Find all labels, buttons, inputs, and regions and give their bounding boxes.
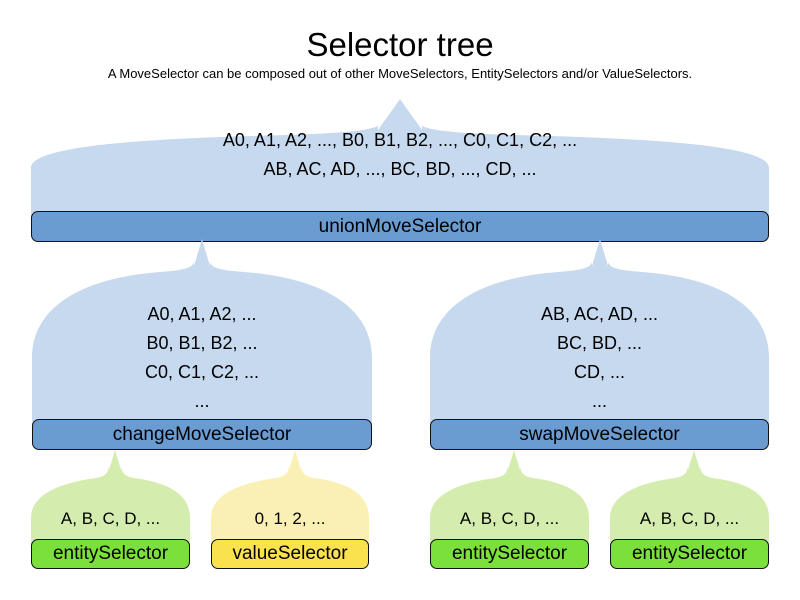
change-pennant-shape <box>32 239 372 430</box>
value-pennant-shape <box>211 450 369 551</box>
union-move-selector-label[interactable]: unionMoveSelector <box>31 211 769 242</box>
entity-selector-3-label[interactable]: entitySelector <box>610 539 769 569</box>
entity-selector-1-label[interactable]: entitySelector <box>31 539 190 569</box>
node-entity-selector-2[interactable]: A, B, C, D, ... entitySelector <box>419 450 619 570</box>
change-move-selector-label[interactable]: changeMoveSelector <box>32 419 372 450</box>
swap-move-selector-label[interactable]: swapMoveSelector <box>430 419 769 450</box>
node-entity-selector-3[interactable]: A, B, C, D, ... entitySelector <box>599 450 799 570</box>
swap-pennant-shape <box>430 239 769 430</box>
node-value-selector-1[interactable]: 0, 1, 2, ... valueSelector <box>200 450 400 570</box>
page-title: Selector tree <box>306 26 494 63</box>
union-pennant-shape <box>31 99 769 218</box>
node-union-move-selector[interactable]: A0, A1, A2, ..., B0, B1, B2, ..., C0, C1… <box>0 96 800 242</box>
page-subtitle: A MoveSelector can be composed out of ot… <box>107 66 693 81</box>
node-swap-move-selector[interactable]: AB, AC, AD, ... BC, BD, ... CD, ... ... … <box>396 239 800 450</box>
entity-pennant-shape <box>430 450 589 551</box>
node-change-move-selector[interactable]: A0, A1, A2, ... B0, B1, B2, ... C0, C1, … <box>0 239 404 450</box>
entity-pennant-shape <box>31 450 190 551</box>
entity-pennant-shape <box>610 450 769 551</box>
node-entity-selector-1[interactable]: A, B, C, D, ... entitySelector <box>20 450 220 570</box>
entity-selector-2-label[interactable]: entitySelector <box>430 539 589 569</box>
value-selector-1-label[interactable]: valueSelector <box>211 539 369 569</box>
